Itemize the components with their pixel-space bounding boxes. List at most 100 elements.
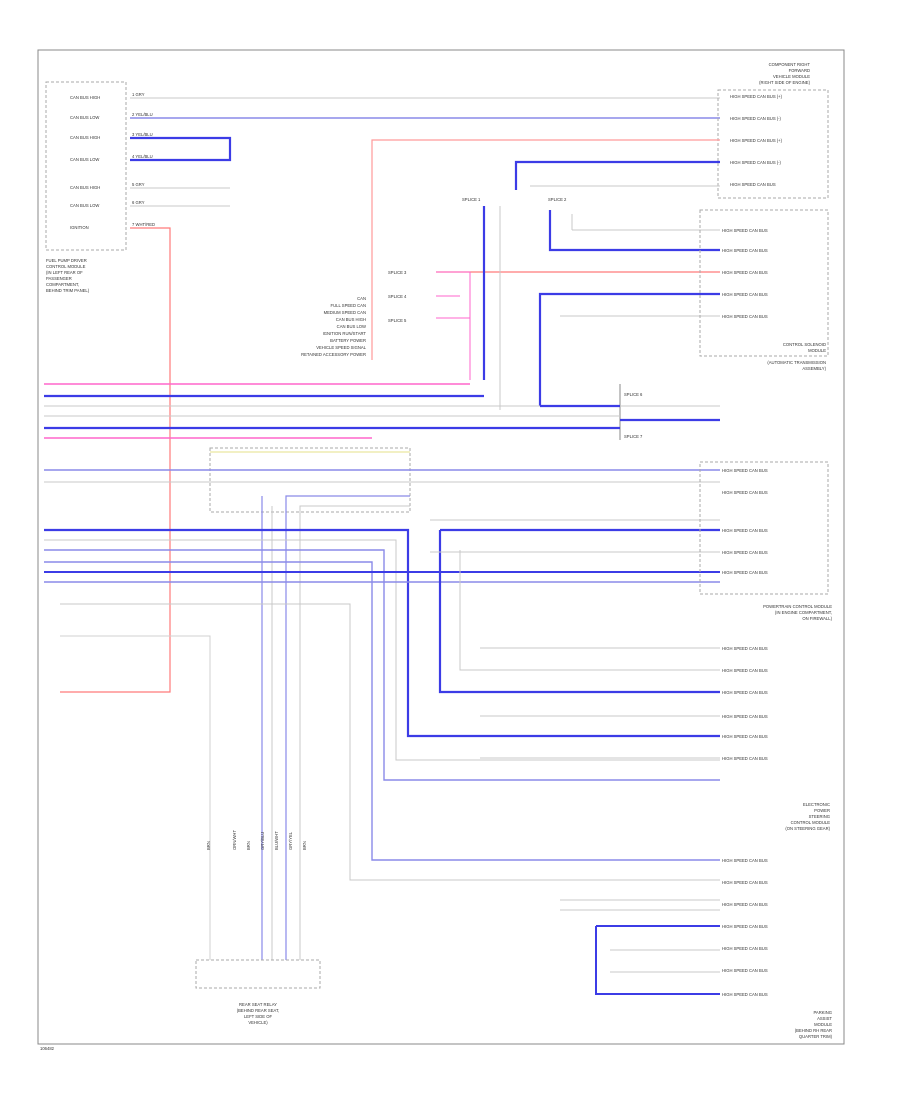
center-module [44,447,720,960]
trans-terminal-4: HIGH SPEED CAN BUS [722,314,768,319]
rear-seat-label-0: REAR SEAT RELAY [239,1002,277,1007]
br-terminal-5: HIGH SPEED CAN BUS [722,968,768,973]
left-pin-wire-0: 1 GRY [132,92,145,97]
left-pin-wire-2: 3 YEL/BLU [132,132,153,137]
bottom-wire-label-0: BRN [206,841,211,850]
trans-terminal-1: HIGH SPEED CAN BUS [722,248,768,253]
pcm-terminal-1: HIGH SPEED CAN BUS [722,490,768,495]
right-mid-label-1: POWER [814,808,830,813]
rm-terminal-0: HIGH SPEED CAN BUS [722,646,768,651]
rear-seat-label-3: VEHICLE) [248,1020,268,1025]
pcm-terminal-3: HIGH SPEED CAN BUS [722,550,768,555]
powertrain-label-2: ON FIREWALL) [802,616,832,621]
center-label-2: MEDIUM SPEED CAN [324,310,366,315]
splice-label-3: SPLICE 3 [388,270,407,275]
right-mid-module: HIGH SPEED CAN BUS HIGH SPEED CAN BUS HI… [722,646,831,831]
bottom-wire-label-4: BLU/WHT [274,831,279,850]
center-label-7: VEHICLE SPEED SIGNAL [316,345,366,350]
rear-seat-label-1: (BEHIND REAR SEAT, [237,1008,280,1013]
rear-seat-relay: BRN ORN/WHT BRN GRY/BLU BLU/WHT GRY/YEL BRN RE… [195,830,321,1025]
trans-label-3: ASSEMBLY) [802,366,826,371]
left-pin-label-3: CAN BUS LOW [70,157,99,162]
bottom-wire-label-3: GRY/BLU [260,832,265,850]
trans-module: CONTROL SOLENOID MODULE (AUTOMATIC TRANS… [699,209,829,371]
bottom-right-label-0: PARKING [813,1010,832,1015]
bottom-right-label-3: (BEHIND RH REAR [795,1028,832,1033]
bottom-wire-label-1: ORN/WHT [232,830,237,850]
center-label-0: CAN [357,296,366,301]
splice-label-4: SPLICE 4 [388,294,407,299]
trans-label-1: MODULE [808,348,826,353]
rear-seat-label-2: LEFT SIDE OF [244,1014,273,1019]
bottom-right-label-4: QUARTER TRIM) [799,1034,833,1039]
pcm-terminal-0: HIGH SPEED CAN BUS [722,468,768,473]
center-label-8: RETAINED ACCESSORY POWER [301,352,366,357]
right-mid-label-3: CONTROL MODULE [791,820,831,825]
top-right-terminal-2: HIGH SPEED CAN BUS (+) [730,138,783,143]
right-mid-label-4: (ON STEERING GEAR) [785,826,830,831]
lf-control-label-0: FUEL PUMP DRIVER [46,258,87,263]
left-pin-label-1: CAN BUS LOW [70,115,99,120]
lf-control-label-4: COMPARTMENT, [46,282,79,287]
center-labels: CAN FULL SPEED CAN MEDIUM SPEED CAN CAN … [301,296,367,357]
br-terminal-3: HIGH SPEED CAN BUS [722,924,768,929]
top-right-terminal-3: HIGH SPEED CAN BUS (-) [730,160,782,165]
left-pin-wire-4: 5 GRY [132,182,145,187]
center-label-5: IGNITION RUN/START [323,331,367,336]
rm-terminal-3: HIGH SPEED CAN BUS [722,714,768,719]
br-terminal-1: HIGH SPEED CAN BUS [722,880,768,885]
trans-terminal-2: HIGH SPEED CAN BUS [722,270,768,275]
left-pin-label-5: CAN BUS LOW [70,203,99,208]
left-control-module: CAN BUS HIGH 1 GRY CAN BUS LOW 2 YEL/BLU CAN… [45,81,155,293]
lf-control-label-2: (IN LEFT REAR OF [46,270,83,275]
bottom-wire-label-6: BRN [302,841,307,850]
lf-control-label-1: CONTROL MODULE [46,264,86,269]
center-label-4: CAN BUS LOW [337,324,366,329]
center-label-1: FULL SPEED CAN [331,303,366,308]
top-wires [371,139,720,406]
left-pin-wire-3: 4 YEL/BLU [132,154,153,159]
splice-label-1: SPLICE 1 [462,197,481,202]
bottom-right-label-1: ASSIST [817,1016,832,1021]
left-pin-wire-1: 2 YEL/BLU [132,112,153,117]
trans-terminal-0: HIGH SPEED CAN BUS [722,228,768,233]
right-mid-label-0: ELECTRONIC [803,802,830,807]
br-terminal-6: HIGH SPEED CAN BUS [722,992,768,997]
splice-label-2: SPLICE 2 [548,197,567,202]
rm-terminal-5: HIGH SPEED CAN BUS [722,756,768,761]
right-mid-label-2: STEERING [809,814,830,819]
rm-terminal-2: HIGH SPEED CAN BUS [722,690,768,695]
pcm-terminal-2: HIGH SPEED CAN BUS [722,528,768,533]
left-pin-label-4: CAN BUS HIGH [70,185,100,190]
rm-terminal-4: HIGH SPEED CAN BUS [722,734,768,739]
top-right-label-1: FORWARD [789,68,810,73]
center-label-3: CAN BUS HIGH [336,317,366,322]
lf-control-label-5: BEHIND TRIM PANEL) [46,288,90,293]
diagram-frame [37,49,845,1045]
splice-label-5: SPLICE 5 [388,318,407,323]
bottom-wire-label-5: GRY/YEL [288,831,293,850]
br-terminal-4: HIGH SPEED CAN BUS [722,946,768,951]
lf-control-label-3: PASSENGER [46,276,72,281]
trans-terminal-3: HIGH SPEED CAN BUS [722,292,768,297]
top-right-module: COMPONENT RIGHT FORWARD VEHICLE MODULE (… [717,62,829,199]
top-right-label-2: VEHICLE MODULE [773,74,810,79]
left-pin-label-6: IGNITION [70,225,89,230]
splice-label-7: SPLICE 7 [624,434,643,439]
br-terminal-0: HIGH SPEED CAN BUS [722,858,768,863]
left-module-wires [60,97,720,693]
top-right-terminal-0: HIGH SPEED CAN BUS (+) [730,94,783,99]
bottom-right-label-2: MODULE [814,1022,832,1027]
left-pin-label-2: CAN BUS HIGH [70,135,100,140]
center-label-6: BATTERY POWER [330,338,366,343]
left-pin-wire-6: 7 WHT/RED [132,222,155,227]
pcm-terminal-4: HIGH SPEED CAN BUS [722,570,768,575]
powertrain-label-1: (IN ENGINE COMPARTMENT, [775,610,832,615]
br-terminal-2: HIGH SPEED CAN BUS [722,902,768,907]
left-pin-label-0: CAN BUS HIGH [70,95,100,100]
bottom-wire-label-2: BRN [246,841,251,850]
corner-code: 106482 [40,1046,55,1051]
lower-harness [44,519,720,960]
top-right-terminal-1: HIGH SPEED CAN BUS (-) [730,116,782,121]
powertrain-module: POWERTRAIN CONTROL MODULE (IN ENGINE COM… [699,461,833,621]
